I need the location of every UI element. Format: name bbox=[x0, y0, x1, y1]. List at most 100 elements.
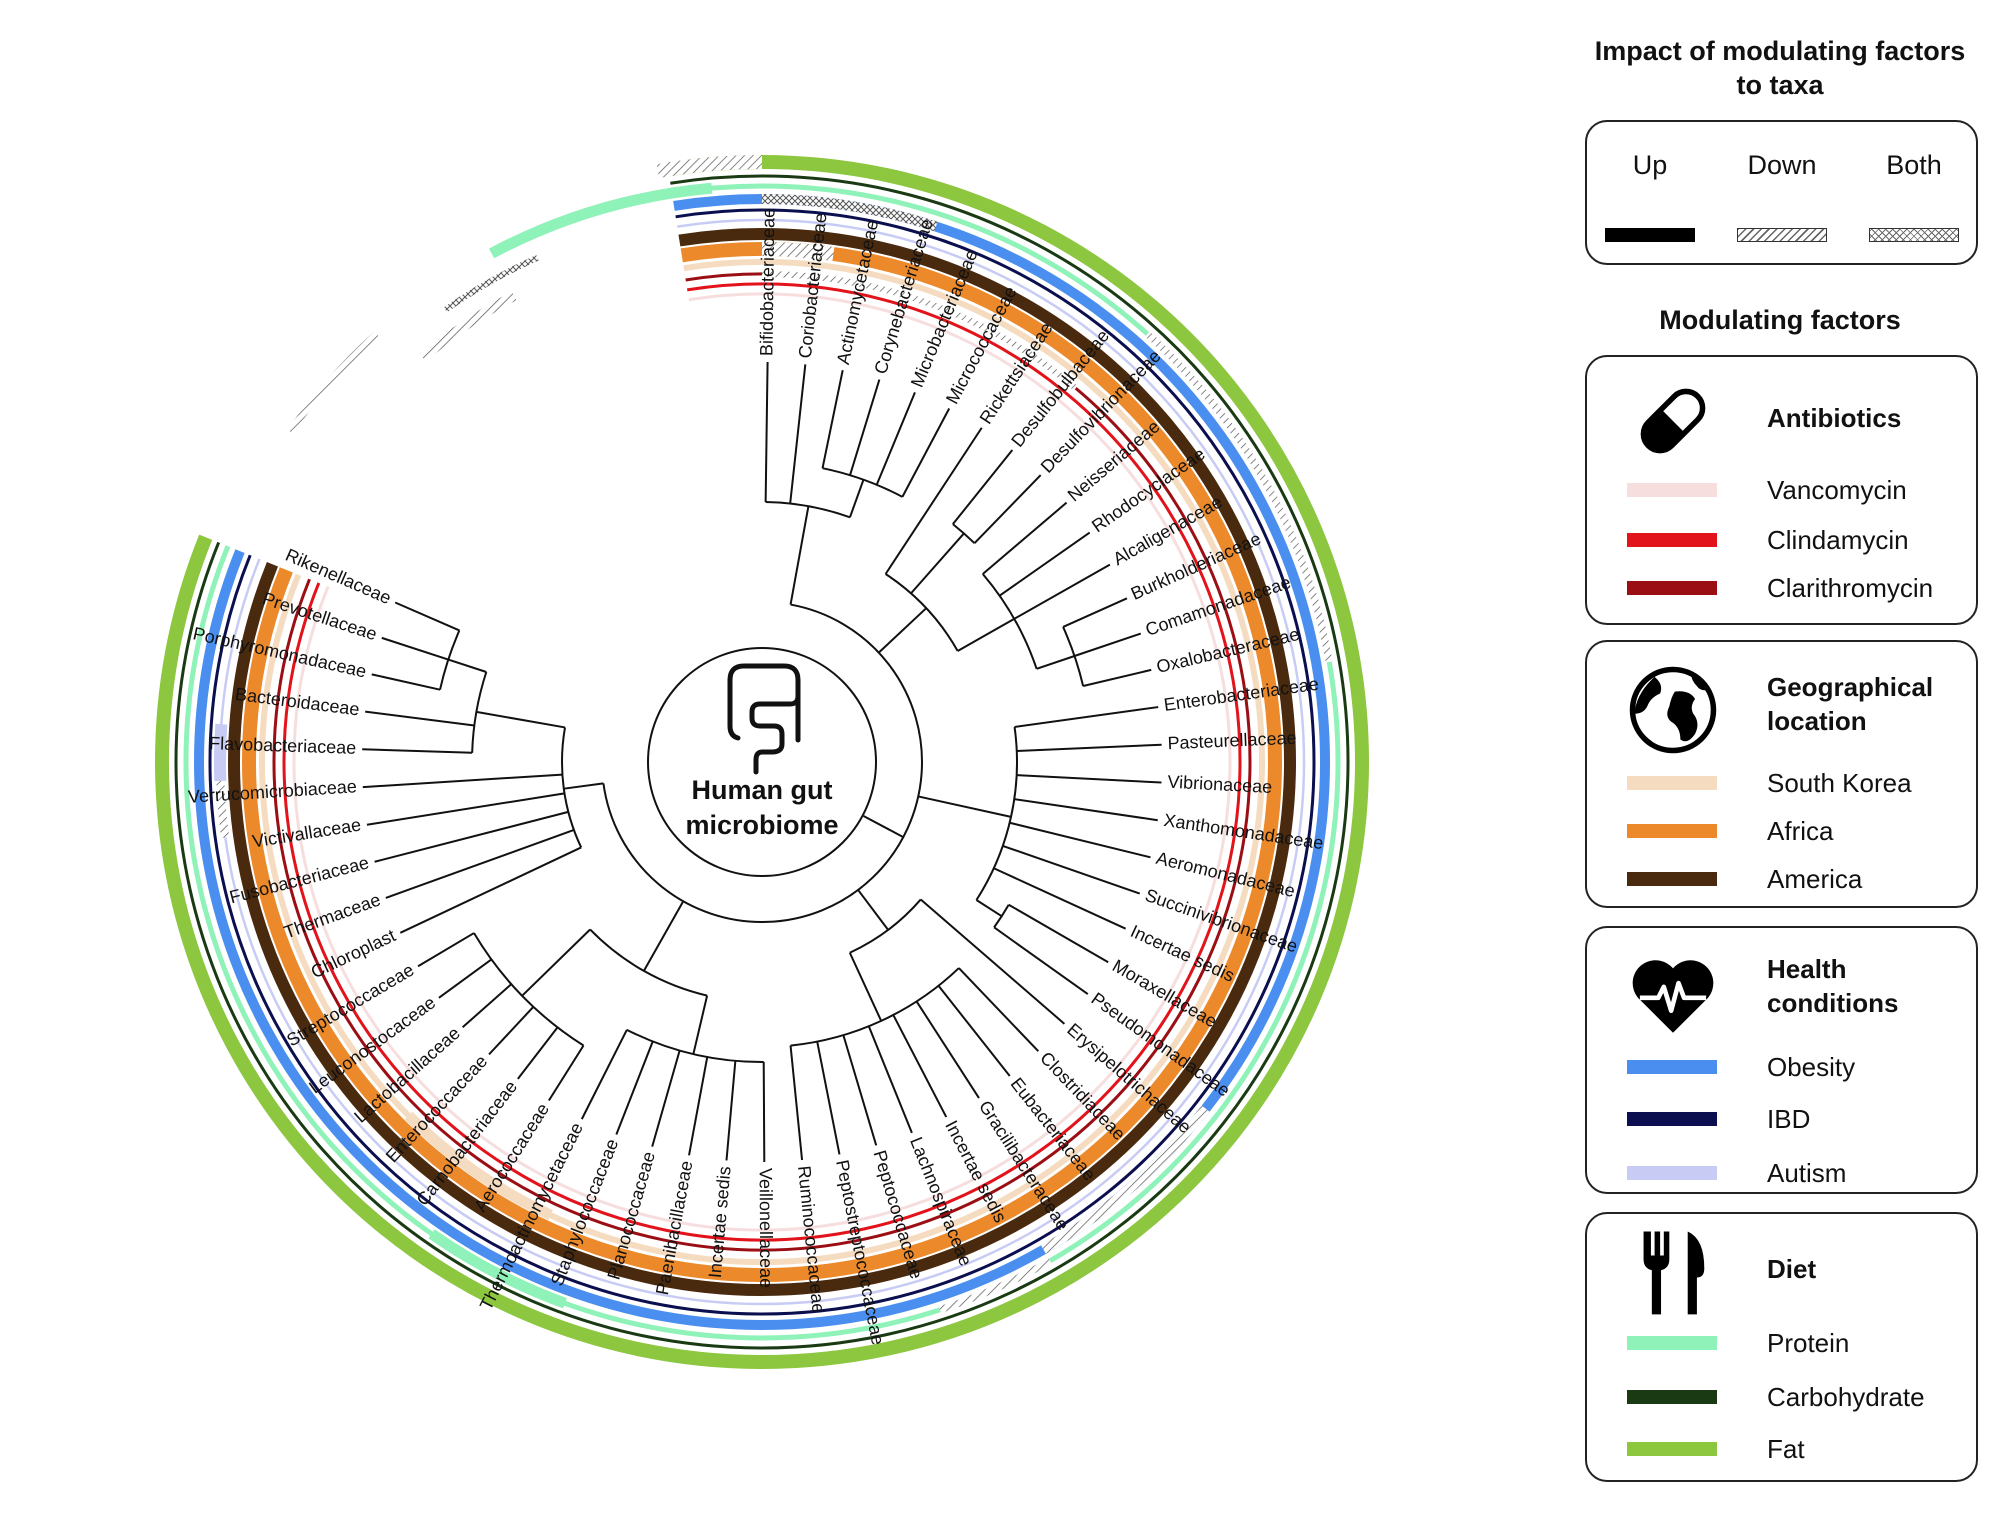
carbohydrate-ring bbox=[174, 174, 1350, 1350]
clade-bacilli-a-stem bbox=[692, 995, 709, 1055]
impact-down-swatch bbox=[1737, 228, 1827, 242]
impact-both: Both bbox=[1859, 150, 1969, 242]
clade-bacilli-stem bbox=[643, 900, 685, 972]
leaf-branch-16 bbox=[1016, 743, 1162, 752]
impact-title-line-1: Impact of modulating factors bbox=[1594, 36, 1966, 66]
impact-title-line-2: to taxa bbox=[1736, 70, 1824, 100]
leaf-branch-19 bbox=[1009, 821, 1151, 859]
clade-bactero-inner-stem bbox=[447, 658, 487, 673]
center-label-line-2: microbiome bbox=[685, 810, 838, 840]
tint-segment-2 bbox=[404, 1111, 554, 1221]
leaf-branch-13 bbox=[1074, 632, 1142, 657]
legend-panel: Impact of modulating factors to taxa Up … bbox=[1560, 0, 2000, 1522]
clade-gammaproteo-stem bbox=[918, 795, 1012, 818]
leaf-branch-48 bbox=[366, 792, 565, 826]
clade-proteo-a-stem bbox=[878, 607, 927, 654]
ibd-swatch bbox=[1627, 1112, 1717, 1126]
leaf-branch-42 bbox=[461, 983, 512, 1029]
legend-item-vancomycin: Vancomycin bbox=[1627, 473, 1967, 507]
leaf-branch-26 bbox=[937, 985, 1011, 1077]
leaf-branch-14 bbox=[1082, 668, 1152, 687]
root-arc bbox=[602, 603, 923, 923]
america-ring bbox=[228, 228, 1296, 1296]
leaf-branch-23 bbox=[993, 926, 1089, 995]
autism-swatch bbox=[1627, 1166, 1717, 1180]
leaf-branch-39 bbox=[548, 1044, 585, 1102]
vancomycin-ring bbox=[292, 292, 1232, 1232]
leaf-branch-43 bbox=[438, 958, 492, 999]
center-circle bbox=[647, 647, 877, 877]
legend-item-autism: Autism bbox=[1627, 1156, 1967, 1190]
fat-swatch bbox=[1627, 1442, 1717, 1456]
health-legend-box: Health conditions Obesity IBD Autism bbox=[1585, 926, 1978, 1194]
heart-pulse-icon bbox=[1632, 960, 1714, 1033]
africa-label: Africa bbox=[1767, 816, 1834, 846]
protein-swatch bbox=[1627, 1336, 1717, 1350]
legend-item-south-korea: South Korea bbox=[1627, 766, 1967, 800]
fork-knife-icon bbox=[1643, 1231, 1705, 1315]
leaf-branch-36 bbox=[651, 1050, 681, 1147]
impact-down-label: Down bbox=[1747, 150, 1817, 180]
clade-lacto-stem bbox=[521, 928, 591, 997]
leaf-branch-10 bbox=[998, 531, 1091, 597]
legend-item-fat: Fat bbox=[1627, 1432, 1967, 1466]
clade-firm-a-stem bbox=[857, 889, 889, 931]
america-swatch bbox=[1627, 872, 1717, 886]
leaf-branch-7 bbox=[952, 449, 1014, 525]
clade-betaproteo-stem bbox=[957, 617, 1015, 652]
impact-both-swatch bbox=[1869, 228, 1959, 242]
leaf-branch-31 bbox=[816, 1041, 841, 1155]
obesity-label: Obesity bbox=[1767, 1052, 1856, 1082]
legend-item-clindamycin: Clindamycin bbox=[1627, 523, 1967, 557]
autism-label: Autism bbox=[1767, 1158, 1847, 1188]
vancomycin-label: Vancomycin bbox=[1767, 475, 1907, 505]
taxon-label: Thermaceae bbox=[281, 889, 383, 942]
africa-ring bbox=[242, 242, 1282, 1282]
leaf-branch-46 bbox=[385, 829, 575, 899]
taxon-label: Vibrionaceae bbox=[1167, 772, 1273, 797]
pattern-segment-10 bbox=[216, 780, 230, 838]
leaf-branch-1 bbox=[789, 364, 807, 504]
legend-item-obesity: Obesity bbox=[1627, 1050, 1967, 1084]
leaf-branch-17 bbox=[1016, 774, 1162, 784]
leaf-branch-8 bbox=[973, 474, 1042, 544]
legend-item-africa: Africa bbox=[1627, 814, 1967, 848]
tint-segment-3 bbox=[214, 723, 228, 782]
leaf-branch-29 bbox=[867, 1025, 913, 1134]
tint-segment-0 bbox=[488, 182, 713, 259]
clade-misc-stem bbox=[563, 782, 604, 790]
leaf-branch-12 bbox=[1062, 597, 1128, 628]
geography-legend-box: Geographical location South Korea Africa… bbox=[1585, 640, 1978, 908]
center-label-line-1: Human gut bbox=[692, 775, 833, 805]
south-korea-label: South Korea bbox=[1767, 768, 1912, 798]
clade-actino-inner-stem bbox=[849, 479, 865, 518]
pattern-segment-5 bbox=[443, 254, 539, 313]
impact-up: Up bbox=[1595, 150, 1705, 242]
globe-icon bbox=[1629, 666, 1717, 754]
leaf-branch-47 bbox=[374, 810, 569, 863]
leaf-branch-33 bbox=[762, 1061, 766, 1162]
leaf-branch-38 bbox=[580, 1029, 628, 1120]
geography-title-line-2: location bbox=[1767, 706, 1867, 736]
geography-title: Geographical location bbox=[1767, 670, 1967, 738]
vancomycin-swatch bbox=[1627, 483, 1717, 497]
leaf-branch-21 bbox=[993, 867, 1127, 930]
clade-firm-a bbox=[849, 898, 922, 954]
center-node: Human gut microbiome bbox=[647, 647, 877, 877]
intestine-icon bbox=[727, 663, 801, 775]
tree-branches bbox=[362, 362, 1162, 1162]
impact-legend-box: Up Down Both bbox=[1585, 120, 1978, 265]
clade-actino-inner bbox=[822, 467, 903, 498]
fat-ring bbox=[155, 155, 1369, 1369]
pattern-segment-9 bbox=[938, 1257, 1052, 1314]
health-title-line-1: Health bbox=[1767, 954, 1847, 984]
africa-swatch bbox=[1627, 824, 1717, 838]
legend-item-america: America bbox=[1627, 862, 1967, 896]
leaf-branch-5 bbox=[901, 408, 951, 498]
tint-segment-1 bbox=[428, 1229, 567, 1309]
diet-legend-box: Diet Protein Carbohydrate Fat bbox=[1585, 1212, 1978, 1482]
legend-item-protein: Protein bbox=[1627, 1326, 1967, 1360]
leaf-branch-49 bbox=[362, 773, 563, 789]
clarithromycin-label: Clarithromycin bbox=[1767, 573, 1934, 603]
